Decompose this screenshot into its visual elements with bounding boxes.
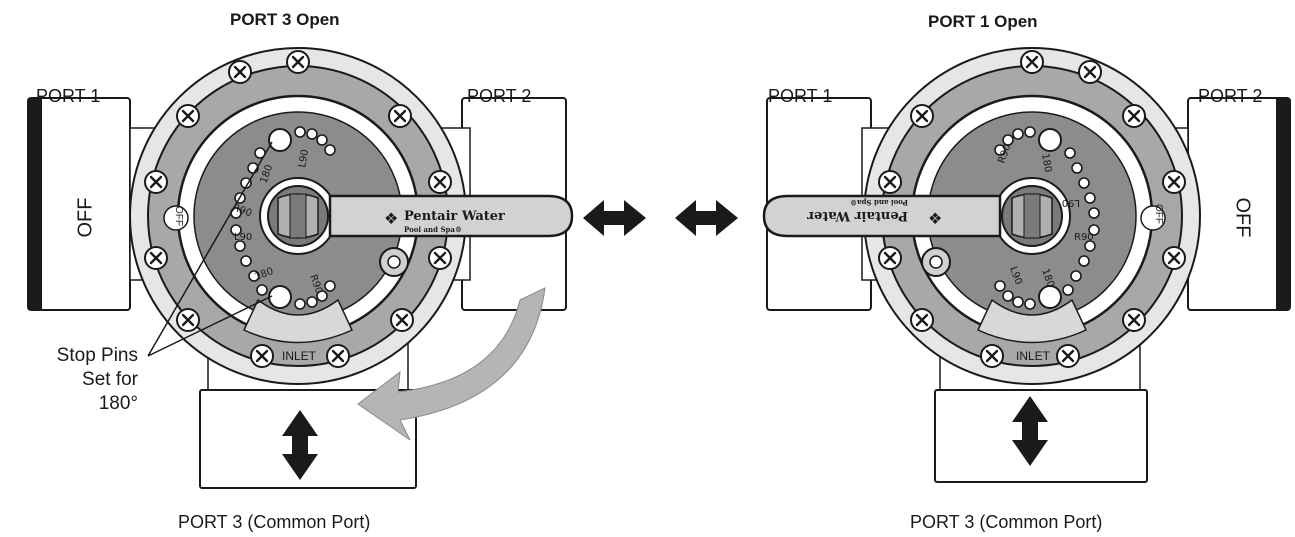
left-ring-label-4: L90 bbox=[234, 232, 252, 243]
left-off-ring-label: OFF bbox=[173, 206, 184, 226]
left-double-arrow bbox=[583, 200, 646, 236]
left-valve bbox=[27, 47, 574, 489]
right-ring-label-3: L90 bbox=[1062, 197, 1080, 208]
stop-pins-annotation: Stop Pins Set for 180° bbox=[6, 344, 138, 416]
left-ring-label-2: L90 bbox=[297, 149, 311, 169]
left-handle-logo-icon: ❖ bbox=[384, 211, 398, 228]
right-port1-label: PORT 1 bbox=[768, 86, 833, 106]
right-inlet-label: INLET bbox=[1016, 349, 1051, 363]
right-ring-label-4: R90 bbox=[1074, 232, 1094, 243]
left-inlet-label: INLET bbox=[282, 349, 317, 363]
right-valve-title: PORT 1 Open bbox=[928, 12, 1038, 31]
stop-pins-line-1: Stop Pins bbox=[56, 345, 138, 366]
left-port3-flow-arrow bbox=[282, 410, 318, 480]
right-handle-sub: Pool and Spa® bbox=[850, 198, 908, 207]
stop-pins-line-2: Set for bbox=[82, 369, 138, 390]
left-port2-label: PORT 2 bbox=[467, 86, 532, 106]
right-handle-brand: Pentair Water bbox=[807, 208, 908, 223]
right-handle-logo-icon: ❖ bbox=[928, 211, 942, 228]
right-valve bbox=[762, 47, 1291, 483]
left-handle-sub: Pool and Spa® bbox=[404, 225, 462, 234]
left-common-port-label: PORT 3 (Common Port) bbox=[178, 512, 371, 532]
right-port3-flow-arrow bbox=[1012, 396, 1048, 466]
right-ring-label-2: 180 bbox=[1039, 153, 1053, 174]
right-port2-label: PORT 2 bbox=[1198, 86, 1263, 106]
left-off-label: OFF bbox=[74, 197, 97, 238]
left-handle-brand: Pentair Water bbox=[404, 209, 505, 224]
rotation-arrow bbox=[357, 287, 546, 441]
right-common-port-label: PORT 3 (Common Port) bbox=[910, 512, 1103, 532]
right-off-ring-label: OFF bbox=[1153, 204, 1164, 224]
right-double-arrow bbox=[675, 200, 738, 236]
stop-pins-line-3: 180° bbox=[98, 393, 138, 414]
right-off-label: OFF bbox=[1231, 197, 1254, 238]
left-port1-label: PORT 1 bbox=[36, 86, 101, 106]
left-valve-title: PORT 3 Open bbox=[230, 10, 340, 29]
